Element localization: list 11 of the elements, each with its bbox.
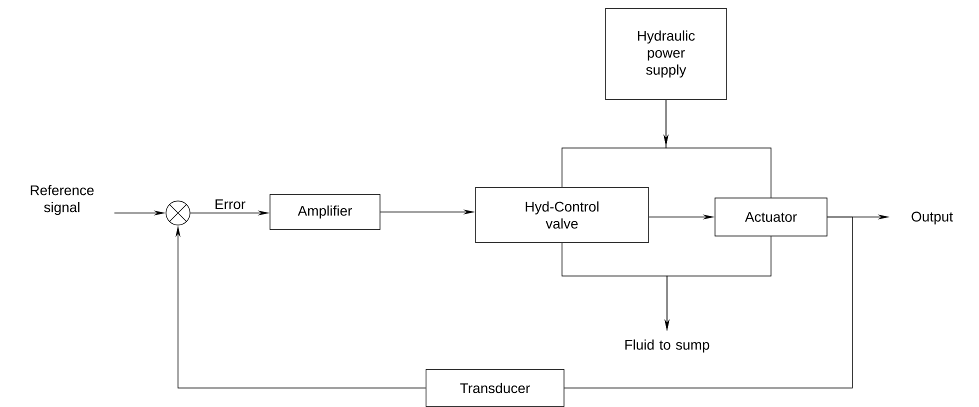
process-box: Hydraulic power supply [605, 8, 727, 100]
arrow [664, 100, 772, 198]
summing-junction [166, 200, 190, 226]
signal-label: Output [912, 212, 953, 224]
signal-label: Reference signal [30, 184, 94, 216]
edge-label: Error [216, 199, 246, 210]
process-box: Hyd-Control valve [475, 187, 649, 243]
process-box: Transducer [426, 369, 564, 407]
process-box: Actuator [714, 198, 828, 236]
signal-label: Fluid to sump [625, 339, 710, 353]
process-box: Amplifier [270, 194, 380, 230]
